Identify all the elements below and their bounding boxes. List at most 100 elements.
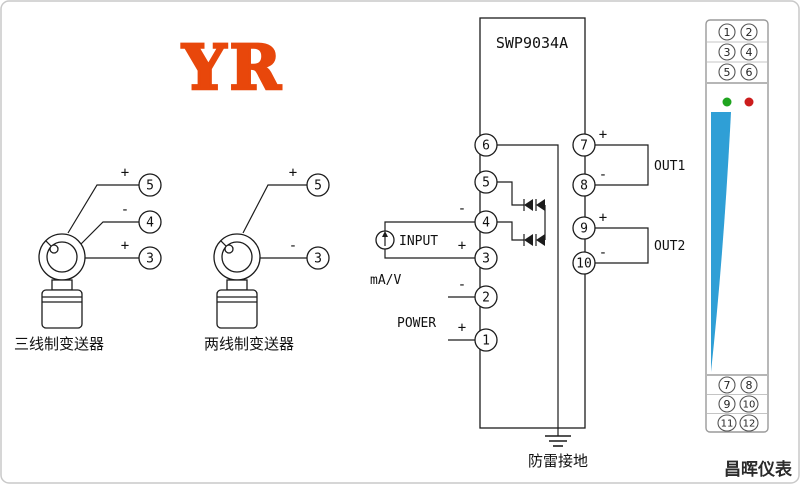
svg-text:5: 5 bbox=[314, 179, 322, 194]
terminal-3: 3 bbox=[138, 246, 162, 270]
panel-terminal-4: 4 bbox=[740, 43, 758, 61]
polarity-sign: - bbox=[599, 245, 607, 261]
panel-terminal-12: 12 bbox=[739, 414, 759, 432]
out1-label: OUT1 bbox=[654, 159, 685, 174]
module-terminal-10: 10 bbox=[572, 251, 596, 275]
module-terminal-4: 4 bbox=[474, 210, 498, 234]
polarity-sign: - bbox=[599, 167, 607, 183]
polarity-sign: - bbox=[289, 238, 297, 254]
svg-text:4: 4 bbox=[146, 216, 154, 231]
polarity-sign: + bbox=[599, 127, 607, 143]
current-source-icon bbox=[375, 230, 395, 250]
panel-terminal-7: 7 bbox=[718, 376, 736, 394]
brand-footer: 昌晖仪表 bbox=[724, 459, 793, 480]
svg-text:5: 5 bbox=[146, 179, 154, 194]
polarity-sign: + bbox=[458, 238, 466, 254]
svg-text:6: 6 bbox=[482, 139, 490, 154]
svg-text:2: 2 bbox=[482, 291, 490, 306]
wire bbox=[595, 227, 649, 264]
panel-terminal-1: 1 bbox=[718, 23, 736, 41]
input-label: INPUT bbox=[399, 234, 438, 249]
ground-wiring: 防雷接地 bbox=[497, 144, 588, 470]
svg-text:10: 10 bbox=[743, 400, 756, 411]
red-led-indicator bbox=[744, 97, 754, 107]
wire bbox=[497, 144, 559, 436]
terminal-3: 3 bbox=[306, 246, 330, 270]
module-terminal-3: 3 bbox=[474, 246, 498, 270]
transmitter-symbol-icon bbox=[38, 233, 86, 281]
module-terminal-1: 1 bbox=[474, 328, 498, 352]
svg-text:9: 9 bbox=[580, 222, 588, 237]
panel-terminal-3: 3 bbox=[718, 43, 736, 61]
three-wire-label: 三线制变送器 bbox=[14, 335, 104, 353]
svg-text:3: 3 bbox=[314, 252, 322, 267]
svg-text:8: 8 bbox=[746, 379, 753, 392]
svg-text:3: 3 bbox=[482, 252, 490, 267]
brand-logo: YR bbox=[181, 31, 284, 104]
two-wire-label: 两线制变送器 bbox=[204, 335, 294, 353]
isolation-channel-2 bbox=[497, 205, 546, 246]
panel-terminal-9: 9 bbox=[718, 395, 736, 413]
panel-terminal-10: 10 bbox=[739, 395, 759, 413]
wire bbox=[384, 249, 475, 259]
terminal-5: 5 bbox=[306, 173, 330, 197]
transmitter-neck bbox=[51, 279, 73, 291]
polarity-sign: + bbox=[458, 320, 466, 336]
transmitter-detail-circle bbox=[224, 244, 234, 254]
isolation-channel-1 bbox=[497, 181, 545, 211]
power-label: POWER bbox=[397, 316, 436, 331]
transmitter-tick bbox=[220, 240, 227, 247]
ground-icon bbox=[545, 435, 571, 447]
svg-text:4: 4 bbox=[482, 216, 490, 231]
wire bbox=[595, 144, 649, 186]
polarity-sign: - bbox=[458, 201, 466, 217]
module-terminal-7: 7 bbox=[572, 133, 596, 157]
svg-text:7: 7 bbox=[580, 139, 588, 154]
transmitter-symbol-icon bbox=[213, 233, 261, 281]
out2-wiring: + - OUT2 bbox=[595, 210, 685, 264]
isolation-diode-icon bbox=[523, 199, 545, 211]
svg-text:1: 1 bbox=[724, 26, 731, 39]
green-led-indicator bbox=[722, 97, 732, 107]
svg-text:2: 2 bbox=[746, 26, 753, 39]
panel-terminal-11: 11 bbox=[717, 414, 737, 432]
svg-text:3: 3 bbox=[724, 46, 731, 59]
panel-terminal-2: 2 bbox=[740, 23, 758, 41]
transmitter-neck bbox=[226, 279, 248, 291]
panel-terminal-5: 5 bbox=[718, 63, 736, 81]
module-terminal-8: 8 bbox=[572, 173, 596, 197]
wire bbox=[497, 221, 524, 241]
ground-label: 防雷接地 bbox=[528, 452, 588, 470]
module-terminal-6: 6 bbox=[474, 133, 498, 157]
svg-text:11: 11 bbox=[721, 419, 734, 430]
isolation-diode-icon bbox=[523, 234, 545, 246]
svg-text:6: 6 bbox=[746, 66, 753, 79]
out2-label: OUT2 bbox=[654, 239, 685, 254]
svg-text:7: 7 bbox=[724, 379, 731, 392]
input-wiring: - + INPUT mA/V bbox=[370, 201, 475, 288]
module-title: SWP9034A bbox=[496, 34, 568, 52]
two-wire-transmitter: + 5 - 3 两线制变送器 bbox=[204, 165, 330, 353]
polarity-sign: + bbox=[121, 238, 129, 254]
svg-text:5: 5 bbox=[482, 176, 490, 191]
panel-terminal-8: 8 bbox=[740, 376, 758, 394]
svg-text:4: 4 bbox=[746, 46, 753, 59]
svg-text:10: 10 bbox=[576, 257, 592, 272]
module-terminal-5: 5 bbox=[474, 170, 498, 194]
transmitter-tick bbox=[45, 240, 52, 247]
input-unit-label: mA/V bbox=[370, 273, 401, 288]
terminal-block-panel: 1 2 3 4 5 6 7 bbox=[705, 19, 769, 433]
polarity-sign: + bbox=[121, 165, 129, 181]
transmitter-body bbox=[41, 279, 83, 329]
isolator-module: SWP9034A 防雷接地 bbox=[370, 17, 685, 470]
terminal-5: 5 bbox=[138, 173, 162, 197]
svg-text:9: 9 bbox=[724, 398, 731, 411]
svg-text:8: 8 bbox=[580, 179, 588, 194]
svg-text:5: 5 bbox=[724, 66, 731, 79]
svg-text:1: 1 bbox=[482, 334, 490, 349]
module-terminal-9: 9 bbox=[572, 216, 596, 240]
out1-wiring: + - OUT1 bbox=[595, 127, 685, 186]
polarity-sign: - bbox=[458, 277, 466, 293]
